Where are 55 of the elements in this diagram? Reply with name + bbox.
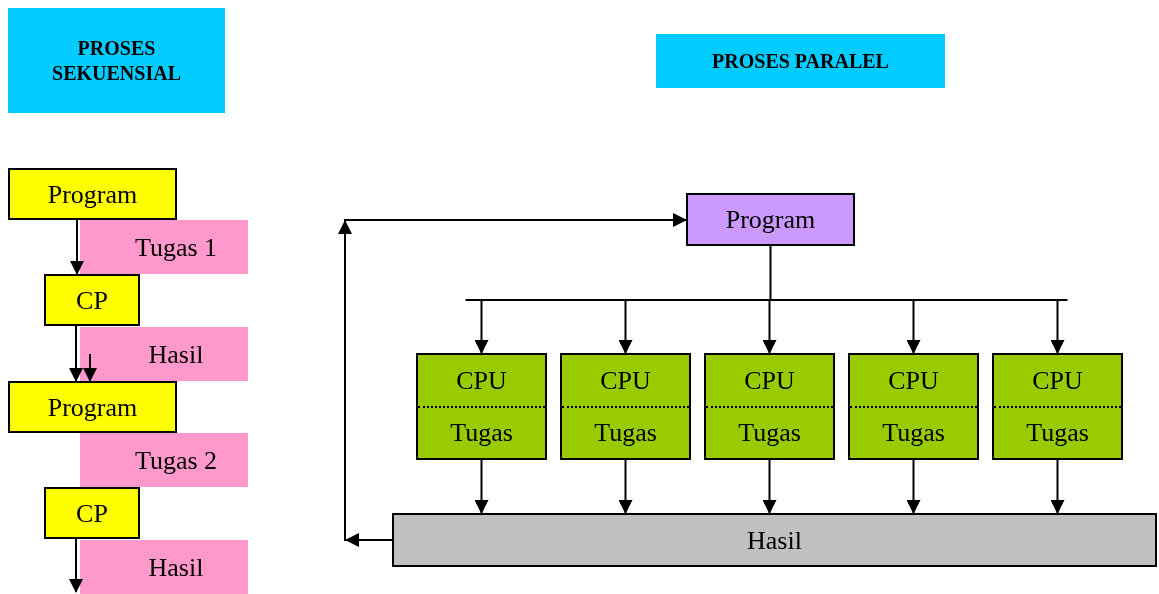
title-box (8, 8, 225, 113)
cpu-text: Tugas (882, 417, 945, 450)
arrow (1050, 459, 1065, 514)
feedback-arrow (338, 213, 687, 547)
node-text: Hasil (147, 551, 204, 584)
title-box (656, 34, 945, 88)
process-box (8, 168, 177, 220)
cpu-text: Tugas (1026, 417, 1089, 450)
cpu-text: Tugas (594, 417, 657, 450)
node-text: CP (76, 284, 108, 317)
arrow (906, 459, 921, 514)
node-text: Hasil (147, 338, 204, 371)
node-text: Hasil (747, 524, 802, 557)
cpu-box (992, 353, 1123, 460)
cpu-text: CPU (600, 364, 651, 397)
cpu-box (560, 353, 691, 460)
process-box (44, 487, 140, 539)
cpu-text: CPU (1032, 364, 1083, 397)
label-box (80, 327, 248, 381)
process-box (8, 381, 177, 433)
node-text: Tugas 1 (133, 231, 218, 264)
cpu-box (416, 353, 547, 460)
label-box (80, 433, 248, 487)
arrow (69, 538, 83, 593)
node-text: Program (47, 391, 138, 424)
node-text: Program (47, 178, 138, 211)
node-text: CP (76, 497, 108, 530)
node-text: Tugas 2 (133, 444, 218, 477)
node-text: PROSES SEKUENSIAL (51, 35, 182, 86)
arrow (83, 353, 97, 382)
node-text: Program (725, 204, 816, 236)
arrow (69, 325, 83, 382)
result-bar (392, 513, 1157, 567)
cpu-text: CPU (744, 364, 795, 397)
cpu-box (848, 353, 979, 460)
cpu-text: CPU (456, 364, 507, 397)
arrow (1050, 299, 1065, 354)
node-text: PROSES PARALEL (711, 48, 890, 74)
process-box (44, 274, 140, 326)
bus-line (464, 245, 1069, 301)
label-box (80, 220, 248, 274)
arrow (474, 299, 489, 354)
arrow (906, 299, 921, 354)
label-box (80, 540, 248, 594)
cpu-text: Tugas (450, 417, 513, 450)
arrow (474, 459, 489, 514)
arrow (762, 459, 777, 514)
arrow (762, 299, 777, 354)
cpu-text: Tugas (738, 417, 801, 450)
arrow (70, 219, 84, 275)
cpu-box (704, 353, 835, 460)
cpu-text: CPU (888, 364, 939, 397)
program-box (686, 193, 855, 246)
arrow (618, 459, 633, 514)
arrow (618, 299, 633, 354)
